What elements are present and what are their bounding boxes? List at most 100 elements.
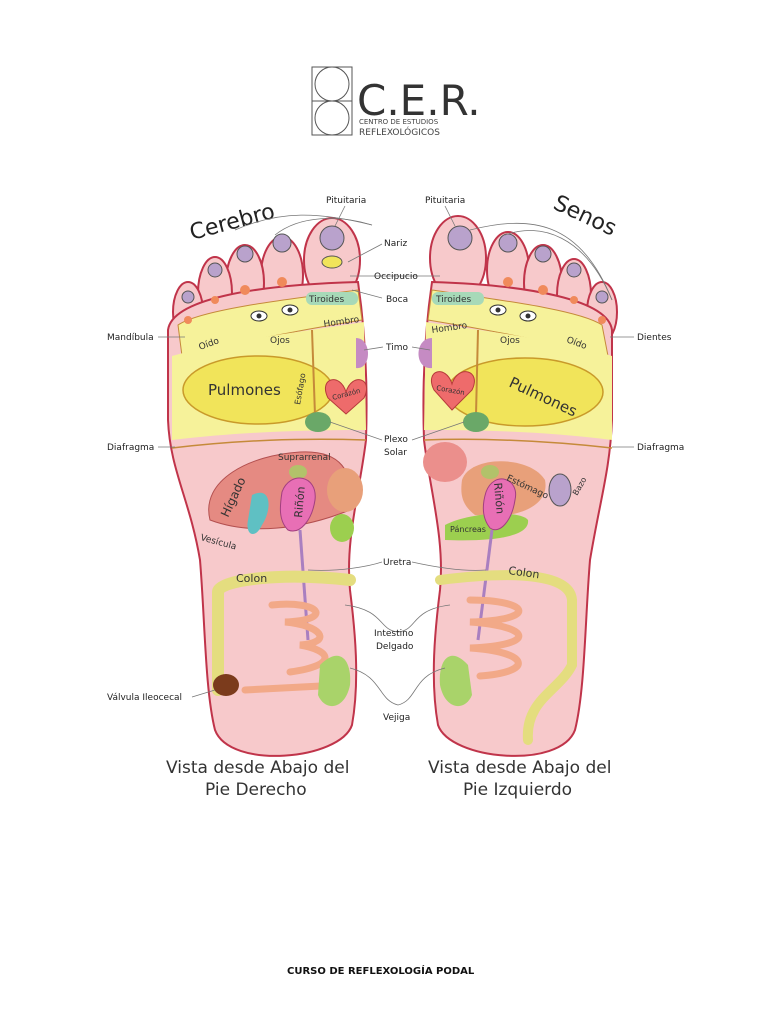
line-plexo-left [329, 421, 383, 441]
toe3r-top-spot [534, 245, 552, 263]
heading-cerebro: Cerebro [187, 199, 277, 246]
label-pancreas-right: Páncreas [450, 525, 486, 534]
pituitary-right-spot [447, 225, 473, 251]
kidney-right [482, 478, 517, 531]
label-tiroides-right: Tiroides [435, 295, 471, 305]
ileocecal-valve [213, 674, 239, 696]
line-timo-right [411, 346, 431, 351]
caption-left-1: Vista desde Abajo del [166, 758, 349, 778]
line-boca [351, 289, 383, 299]
line-timo-left [363, 346, 384, 351]
arc-senos-1 [469, 222, 613, 301]
eye-2-right-pupil [525, 313, 531, 319]
eye-1-right-pupil [495, 307, 501, 313]
thyroid-band-right [432, 292, 484, 305]
toe5r-mid-spot [598, 316, 606, 324]
left-foot-diagram: Tiroides Hombro Ojos Oído Pulmones Coraz… [418, 215, 618, 757]
line-uretra-right [411, 561, 487, 571]
toe4r-top-spot [566, 262, 582, 278]
caption-left-2: Pie Derecho [205, 780, 307, 800]
toe4-mid-spot [211, 296, 219, 304]
adrenal-left [289, 465, 307, 479]
connector-lines [158, 205, 634, 706]
heart-right [431, 371, 475, 411]
bracket-intestino [344, 604, 451, 633]
toe4r-mid-spot [570, 296, 578, 304]
esophagus-line-left [311, 329, 316, 416]
label-uretra: Uretra [383, 558, 411, 568]
diaphragm-line-left [171, 438, 367, 449]
label-vejiga: Vejiga [383, 713, 410, 723]
solar-plexus-right [463, 412, 489, 432]
label-rinon-left: Riñón [292, 486, 308, 518]
label-plexo-1: Plexo [384, 435, 408, 445]
toe3r-mid-spot [538, 285, 548, 295]
nose-left-spot [321, 255, 343, 269]
toe5r-top-spot [595, 290, 609, 304]
label-plexo-2: Solar [384, 448, 407, 458]
line-pituitaria-left [334, 205, 346, 227]
line-nariz [347, 243, 383, 263]
label-valvula: Válvula Ileocecal [107, 693, 182, 703]
small-intestine-right [466, 596, 523, 680]
label-ojos-right: Ojos [500, 336, 520, 346]
eye-1-left-pupil [256, 313, 262, 319]
logo-line1: CENTRO DE ESTUDIOS [359, 118, 439, 126]
esophagus-line-right [475, 329, 479, 416]
colon-left [212, 570, 356, 696]
gallbladder-left [247, 492, 269, 535]
colon-right [435, 570, 577, 745]
label-hombro-right: Hombro [431, 321, 468, 336]
bracket-vejiga [349, 667, 446, 706]
organ-green-left [330, 514, 354, 542]
label-pulmones-left: Pulmones [208, 381, 281, 399]
toe5-mid-spot [184, 316, 192, 324]
toe2r-mid-spot [503, 277, 513, 287]
label-dientes: Dientes [637, 333, 672, 343]
label-intestino-1: Intestino [374, 629, 414, 639]
toe2-mid-spot [277, 277, 287, 287]
label-suprarrenal-left: Suprarrenal [278, 453, 331, 463]
label-colon-right: Colon [508, 564, 541, 581]
line-plexo-right [411, 421, 465, 441]
eye-2-left-pupil [287, 307, 293, 313]
thyroid-band-left [306, 292, 358, 305]
caption-right-1: Vista desde Abajo del [428, 758, 611, 778]
heading-senos: Senos [549, 191, 620, 242]
label-pituitaria-right: Pituitaria [425, 196, 465, 206]
right-foot-diagram: Tiroides Hombro Ojos Oído Pulmones Esófa… [167, 217, 368, 757]
toe2-top-spot [272, 233, 292, 253]
toe4-top-spot [207, 262, 223, 278]
heart-left [325, 379, 367, 415]
arc-cerebro-2 [274, 218, 373, 236]
toe3-mid-spot [240, 285, 250, 295]
organ-orange-left [327, 468, 363, 512]
kidney-left [279, 477, 316, 532]
toe2r-top-spot [498, 233, 518, 253]
label-hombro-left: Hombro [323, 315, 360, 330]
label-rinon-right: Riñón [491, 482, 507, 514]
label-ojos-left: Ojos [270, 336, 290, 346]
label-diafragma-right: Diafragma [637, 443, 684, 453]
line-uretra-left [307, 561, 383, 571]
line-valvula [191, 689, 216, 698]
label-intestino-2: Delgado [376, 642, 414, 652]
label-occipucio: Occipucio [374, 272, 418, 282]
spleen-right [548, 473, 572, 507]
label-diafragma-left: Diafragma [107, 443, 154, 453]
thymus-left [356, 338, 368, 369]
label-pituitaria-left: Pituitaria [326, 196, 366, 206]
toe5-top-spot [181, 290, 195, 304]
organ-pink-right [423, 442, 467, 482]
label-timo: Timo [385, 343, 408, 353]
logo-brand: C.E.R. [357, 76, 481, 125]
cer-logo: C.E.R. CENTRO DE ESTUDIOS REFLEXOLÓGICOS [311, 66, 481, 138]
thymus-right [418, 338, 432, 369]
logo-line2: REFLEXOLÓGICOS [359, 126, 440, 138]
toe3-top-spot [236, 245, 254, 263]
label-boca: Boca [386, 295, 408, 305]
logo-mark [311, 66, 353, 136]
diaphragm-line-right [423, 438, 613, 449]
solar-plexus-left [305, 412, 331, 432]
